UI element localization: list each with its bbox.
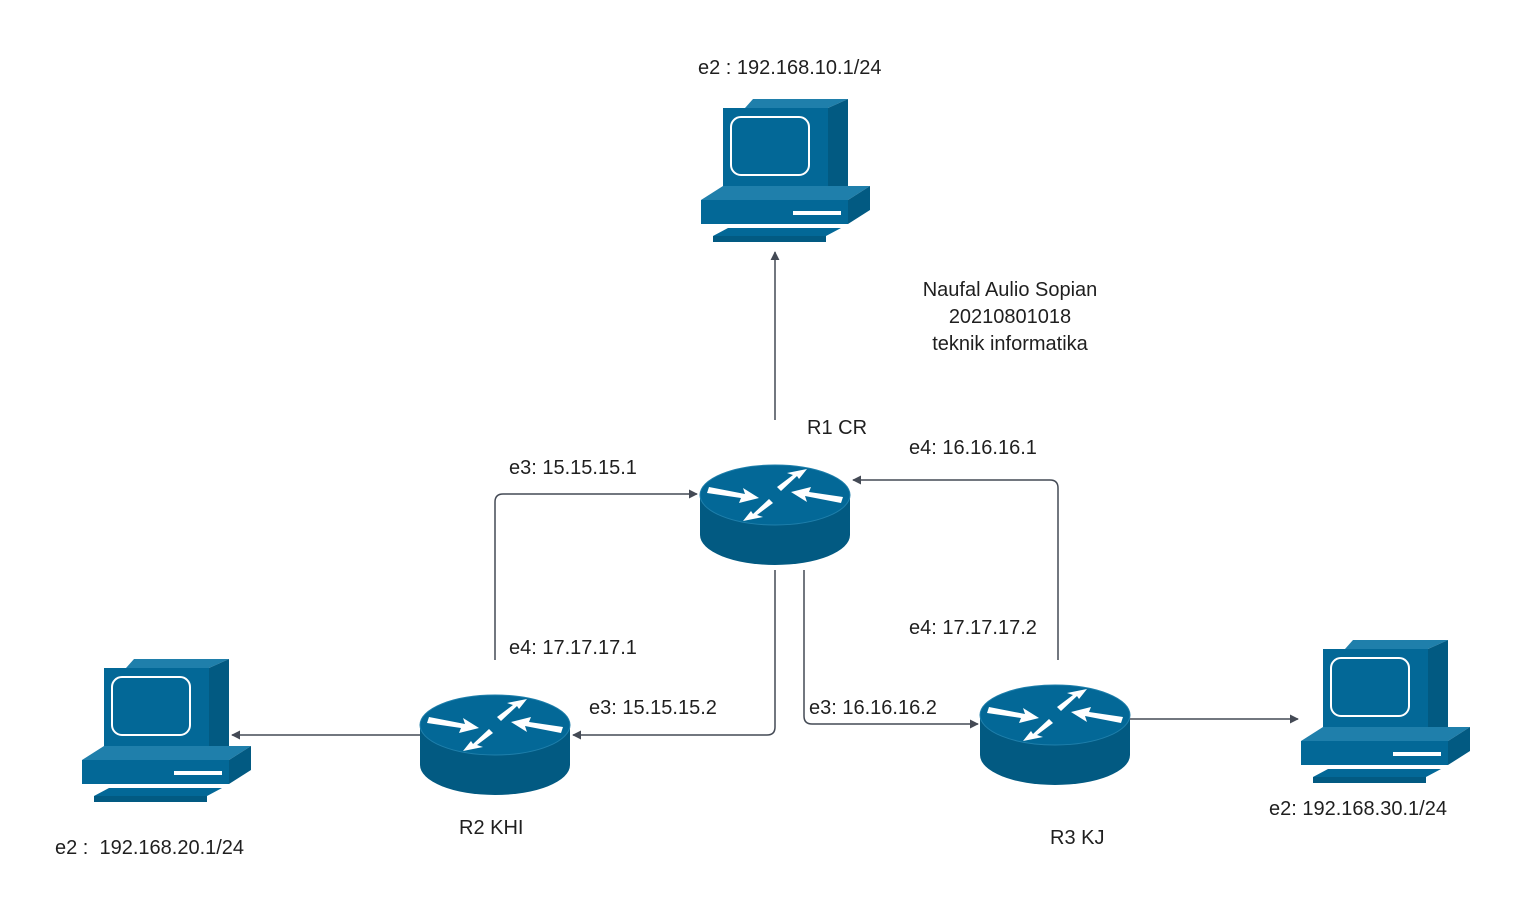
author-major: teknik informatika	[932, 333, 1088, 355]
r2-e4-label: e4: 17.17.17.1	[509, 637, 637, 659]
router-r1-name: R1 CR	[807, 417, 868, 439]
links	[231, 251, 1299, 740]
r1-e3-label: e3: 15.15.15.1	[509, 457, 637, 479]
link-r1-to-r3	[803, 570, 979, 729]
router-r1-icon	[699, 464, 851, 566]
pc3-address-label: e2: 192.168.30.1/24	[1269, 798, 1447, 820]
r1-e4-label: e4: 16.16.16.1	[909, 437, 1037, 459]
author-note: Naufal Aulio Sopian 20210801018 teknik i…	[890, 277, 1130, 358]
router-r2-name: R2 KHI	[459, 817, 524, 839]
link-r3-to-r1	[852, 475, 1059, 660]
link-r1-to-r2	[572, 570, 776, 740]
router-r2-icon	[419, 694, 571, 796]
pc1-address-label: e2 : 192.168.10.1/24	[698, 57, 882, 79]
r3-e3-label: e3: 16.16.16.2	[809, 697, 937, 719]
r2-e3-label: e3: 15.15.15.2	[589, 697, 717, 719]
author-student-id: 20210801018	[948, 306, 1072, 328]
computer-pc3-icon	[1300, 639, 1471, 784]
router-r3-name: R3 KJ	[1050, 827, 1105, 849]
r3-e4-label: e4: 17.17.17.2	[909, 617, 1037, 639]
router-r3-icon	[979, 684, 1131, 786]
computer-pc1-icon	[700, 98, 871, 243]
pc2-address-label: e2 : 192.168.20.1/24	[55, 837, 245, 859]
link-r2-to-r1	[494, 489, 698, 660]
author-name: Naufal Aulio Sopian	[922, 279, 1098, 301]
computer-pc2-icon	[81, 658, 252, 803]
